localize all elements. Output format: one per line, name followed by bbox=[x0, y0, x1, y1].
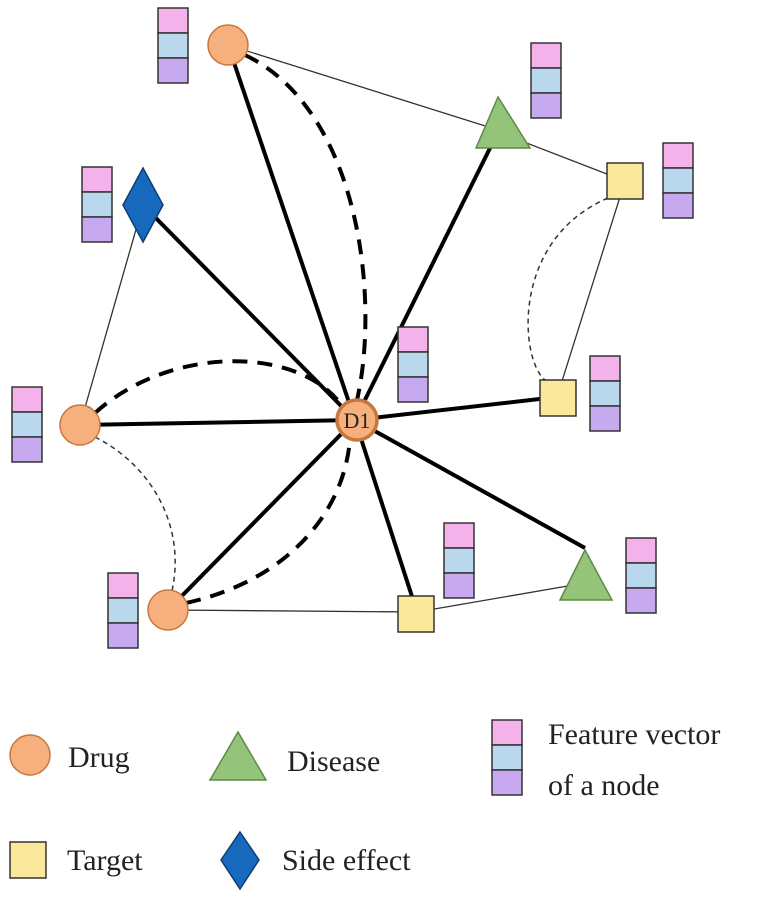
feature-cell-purple bbox=[625, 587, 657, 614]
feature-vector-target-top bbox=[662, 142, 694, 219]
legend-drug-label: Drug bbox=[68, 741, 130, 774]
legend: Drug Disease Feature vector of a node Ta… bbox=[9, 718, 720, 891]
feature-cell-blue bbox=[625, 562, 657, 589]
edge-d1-target-right bbox=[354, 395, 558, 422]
feature-cell-pink bbox=[443, 522, 475, 549]
edge-side-effect-drug-left bbox=[79, 204, 144, 426]
edge-drug-top-disease-top bbox=[227, 44, 499, 131]
legend-disease-label: Disease bbox=[287, 745, 380, 778]
edges bbox=[79, 44, 626, 613]
legend-side-effect-label: Side effect bbox=[282, 844, 411, 877]
feature-cell-purple bbox=[530, 92, 562, 119]
feature-vector-disease-bottom bbox=[625, 537, 657, 614]
feature-cell-blue bbox=[11, 411, 43, 438]
disease-node-top bbox=[474, 95, 532, 149]
feature-cell-blue bbox=[530, 67, 562, 94]
feature-cell-purple bbox=[157, 57, 189, 84]
feature-cell-pink bbox=[81, 166, 113, 193]
feature-cell-purple bbox=[107, 622, 139, 649]
feature-vector-target-right bbox=[589, 355, 621, 432]
target-node-bottom bbox=[397, 595, 435, 633]
feature-cell-blue bbox=[443, 547, 475, 574]
target-node-right bbox=[539, 379, 577, 417]
feature-vector-drug-left bbox=[11, 386, 43, 463]
feature-cell-pink bbox=[625, 537, 657, 564]
edge-d1-drug-top-dashed bbox=[244, 53, 368, 401]
edge-d1-disease-top bbox=[353, 131, 500, 421]
nodes: D1 bbox=[59, 24, 644, 633]
edge-d1-disease-bottom bbox=[354, 418, 586, 550]
legend-target-label: Target bbox=[67, 844, 143, 877]
feature-cell-pink bbox=[11, 386, 43, 413]
feature-vector-d1 bbox=[397, 326, 429, 403]
feature-cell-blue bbox=[397, 351, 429, 378]
feature-cell-blue bbox=[107, 597, 139, 624]
legend-drug-icon bbox=[9, 734, 51, 776]
feature-cell-blue bbox=[157, 32, 189, 59]
feature-cell-blue bbox=[81, 191, 113, 218]
feature-cell-purple bbox=[491, 769, 523, 796]
disease-node-bottom bbox=[558, 548, 614, 601]
edge-d1-drug-left-dashed bbox=[93, 359, 345, 415]
side-effect-node bbox=[122, 166, 164, 244]
edge-d1-drug-bottom bbox=[166, 418, 357, 612]
feature-vectors bbox=[11, 7, 694, 649]
feature-cell-purple bbox=[589, 405, 621, 432]
feature-vector-side-effect bbox=[81, 166, 113, 243]
feature-cell-pink bbox=[397, 326, 429, 353]
feature-cell-pink bbox=[107, 572, 139, 599]
drug-node-top bbox=[207, 24, 249, 66]
drug-node-bottom bbox=[147, 589, 189, 631]
feature-cell-pink bbox=[589, 355, 621, 382]
feature-cell-pink bbox=[157, 7, 189, 34]
target-node-top bbox=[606, 162, 644, 200]
legend-feature-vector-icon bbox=[491, 719, 523, 796]
feature-vector-drug-bottom bbox=[107, 572, 139, 649]
feature-cell-blue bbox=[662, 167, 694, 194]
feature-cell-blue bbox=[589, 380, 621, 407]
feature-cell-pink bbox=[491, 719, 523, 746]
legend-side-effect-icon bbox=[220, 830, 260, 891]
edge-d1-drug-bottom-dashed bbox=[185, 437, 352, 605]
feature-vector-disease-top bbox=[530, 42, 562, 119]
edge-target-top-target-right-dashed bbox=[527, 197, 609, 381]
feature-cell-purple bbox=[11, 436, 43, 463]
feature-vector-target-bottom bbox=[443, 522, 475, 599]
feature-cell-purple bbox=[443, 572, 475, 599]
center-node-label: D1 bbox=[344, 408, 371, 433]
feature-cell-blue bbox=[491, 744, 523, 771]
center-node-d1 bbox=[335, 398, 379, 442]
edge-drug-bottom-target-bottom bbox=[167, 609, 418, 613]
feature-cell-purple bbox=[81, 216, 113, 243]
edge-target-top-target-right bbox=[556, 180, 626, 398]
feature-cell-pink bbox=[530, 42, 562, 69]
edge-target-bottom-disease-bottom bbox=[416, 582, 586, 613]
edge-d1-side-effect bbox=[141, 203, 357, 422]
legend-target-icon bbox=[9, 841, 47, 879]
feature-vector-drug-top bbox=[157, 7, 189, 84]
edge-drug-left-drug-bottom-dashed bbox=[94, 436, 176, 606]
legend-disease-icon bbox=[208, 730, 268, 781]
edge-d1-target-bottom bbox=[353, 419, 419, 613]
legend-feature-vector-line2: of a node bbox=[548, 769, 660, 802]
feature-cell-purple bbox=[397, 376, 429, 403]
legend-feature-vector-line1: Feature vector bbox=[548, 718, 720, 751]
feature-cell-pink bbox=[662, 142, 694, 169]
drug-node-left bbox=[59, 404, 101, 446]
feature-cell-purple bbox=[662, 192, 694, 219]
edge-d1-drug-top bbox=[226, 44, 357, 421]
edge-d1-drug-left bbox=[79, 418, 356, 427]
